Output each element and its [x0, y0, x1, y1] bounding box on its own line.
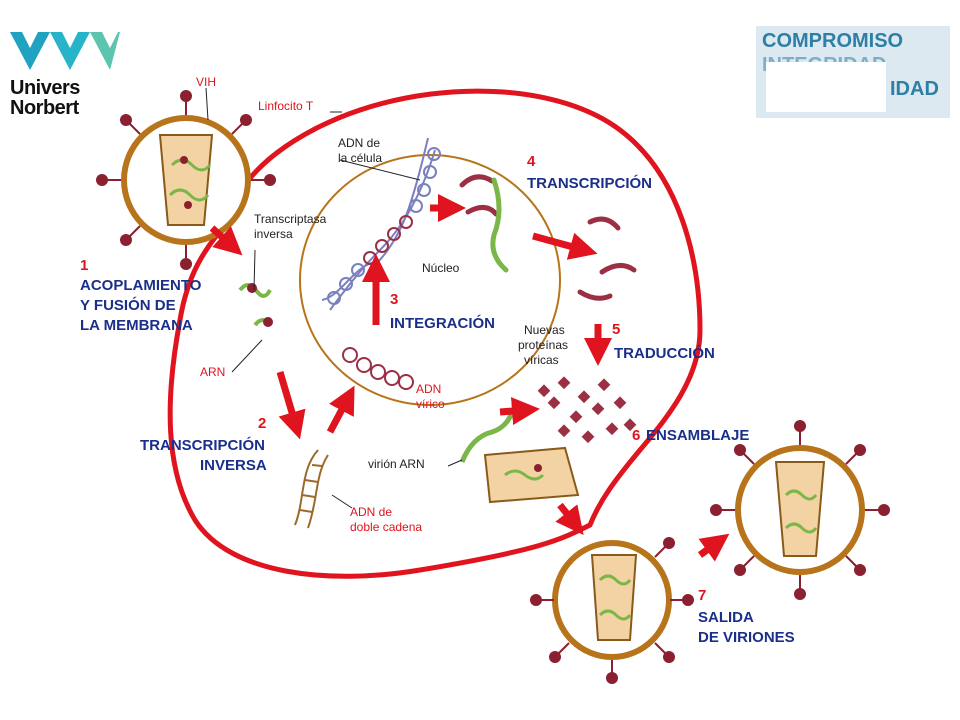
step-5-line-1: TRADUCCIÓN: [614, 344, 715, 362]
step-1-line-1: ACOPLAMIENTO: [80, 277, 202, 294]
label-adn-doble-2: doble cadena: [350, 520, 422, 534]
label-nuevas-3: víricas: [524, 353, 559, 367]
step-1-line-2: Y FUSIÓN DE: [80, 296, 176, 314]
capsid-assembling: [483, 446, 580, 504]
nucleus: [299, 154, 561, 406]
step-3-line-1: INTEGRACIÓN: [390, 314, 495, 332]
motto-line-1: COMPROMISO: [762, 30, 904, 52]
step-7-line-2: DE VIRIONES: [698, 629, 795, 646]
step-1-line-3: LA MEMBRANA: [80, 317, 193, 334]
label-adn-celula-2: la célula: [338, 151, 382, 165]
label-arn: ARN: [200, 365, 225, 379]
label-nuevas-2: proteínas: [518, 338, 568, 352]
label-nucleo: Núcleo: [422, 261, 460, 275]
step-7-line-1: SALIDA: [698, 609, 754, 626]
step-3-number: 3: [390, 291, 398, 308]
virus-budding: [530, 537, 694, 684]
step-5-number: 5: [612, 321, 620, 338]
university-logo: Univers Norbert: [10, 30, 120, 120]
step-7-number: 7: [698, 587, 706, 604]
label-adn-celula-1: ADN de: [338, 136, 380, 150]
viral-proteins: [537, 376, 637, 444]
label-nuevas-1: Nuevas: [524, 323, 565, 337]
step-6-number: 6: [632, 427, 640, 444]
step-1-number: 1: [80, 257, 88, 274]
virion-rna: [459, 411, 515, 463]
label-adn-doble-1: ADN de: [350, 505, 392, 519]
virus-incoming: [96, 90, 276, 270]
virus-free: [710, 420, 890, 600]
process-arrows: [209, 194, 730, 562]
logo-text-line-2: Norbert: [10, 97, 79, 119]
label-transcriptasa-1: Transcriptasa: [254, 212, 327, 226]
label-adn-virico-2: vírico: [416, 397, 445, 411]
label-adn-virico-1: ADN: [416, 382, 441, 396]
label-transcriptasa-2: inversa: [254, 227, 293, 241]
leader-lines: [205, 87, 463, 509]
step-4-line-1: TRANSCRIPCIÓN: [527, 174, 652, 192]
logo-text: Univers Norbert: [10, 78, 80, 118]
motto-line-3: IDAD: [890, 78, 939, 100]
step-6-line-1: ENSAMBLAJE: [646, 427, 749, 444]
logo-chevrons-icon: [10, 32, 120, 70]
step-2-line-1: TRANSCRIPCIÓN: [140, 436, 265, 454]
viral-dna: [342, 347, 414, 390]
step-2-number: 2: [258, 415, 266, 432]
cell-dna-helix: [321, 137, 441, 311]
label-vih: VIH: [196, 75, 216, 89]
cell-membrane: [167, 88, 703, 579]
step-4-number: 4: [527, 153, 536, 170]
step-2-line-2: INVERSA: [200, 457, 267, 474]
mrna-strands: [459, 174, 637, 301]
logo-text-line-1: Univers: [10, 77, 80, 99]
label-virion-arn: virión ARN: [368, 457, 425, 471]
label-linfocito: Linfocito T: [258, 99, 314, 113]
double-strand-dna: [294, 449, 329, 529]
motto-banner: COMPROMISO INTEGRIDAD IDAD: [756, 26, 950, 118]
